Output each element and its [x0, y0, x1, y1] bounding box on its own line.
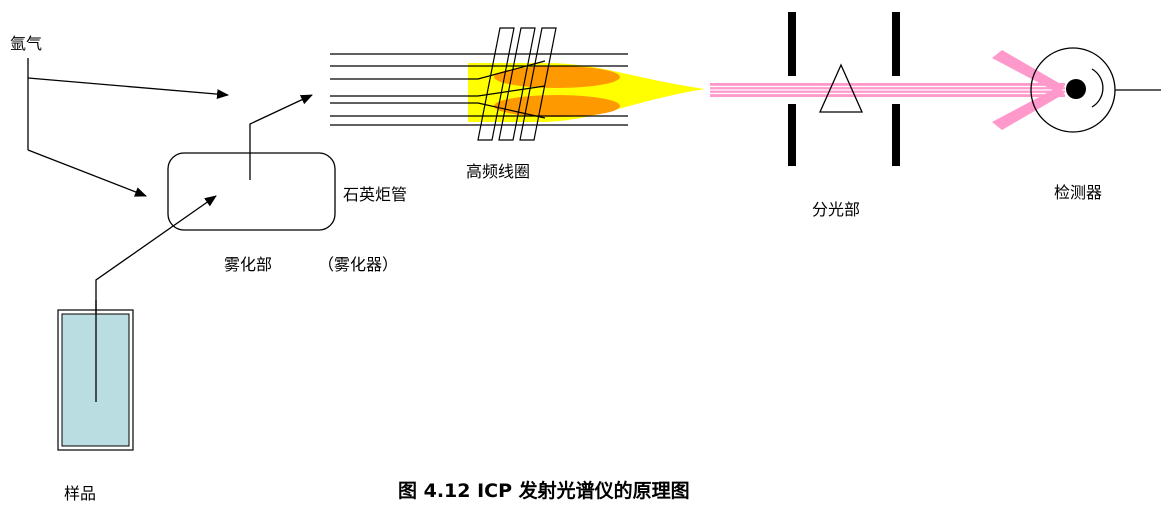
sample-vessel — [57, 300, 134, 451]
emission-beam — [710, 50, 1065, 130]
label-nebulizer: （雾化器） — [318, 255, 398, 274]
argon-to-torch-arrow — [27, 77, 229, 100]
detector-element — [1066, 79, 1086, 99]
label-monochromator: 分光部 — [812, 200, 860, 219]
prism-icon — [818, 63, 864, 113]
rf-coil-turn-3 — [519, 27, 557, 141]
aerosol-to-torch-arrow — [249, 94, 313, 180]
torch-inner-tube-top — [330, 60, 546, 80]
entrance-slit-lower — [788, 104, 796, 166]
entrance-slit-upper — [788, 12, 796, 76]
argon-to-nebulizer-arrow — [27, 149, 147, 197]
rf-coil — [477, 27, 557, 141]
exit-slit-lower — [892, 104, 900, 166]
quartz-torch — [330, 53, 628, 126]
label-detector: 检测器 — [1054, 183, 1102, 202]
label-sample: 样品 — [64, 484, 96, 503]
exit-slit-upper — [892, 12, 900, 76]
beam-reflection-upper — [992, 50, 1064, 94]
torch-inner-tube-bottom — [330, 102, 546, 119]
label-quartz-torch: 石英炬管 — [343, 185, 407, 204]
label-rf-coil: 高频线圈 — [466, 162, 530, 181]
detector-window — [1091, 68, 1104, 108]
plasma-core-lower — [494, 95, 620, 117]
argon-flow-lines — [27, 58, 229, 197]
label-argon: 氩气 — [10, 34, 42, 53]
label-nebulizer-section: 雾化部 — [224, 255, 272, 274]
rf-coil-turn-1 — [477, 27, 515, 141]
plasma-core-upper — [494, 66, 620, 88]
figure-caption: 图 4.12 ICP 发射光谱仪的原理图 — [398, 479, 690, 502]
detector — [1030, 47, 1161, 133]
monochromator-slits — [788, 12, 900, 166]
rf-coil-turn-2 — [498, 27, 536, 141]
nebulizer-box — [167, 152, 336, 231]
beam-reflection-lower — [992, 86, 1064, 130]
